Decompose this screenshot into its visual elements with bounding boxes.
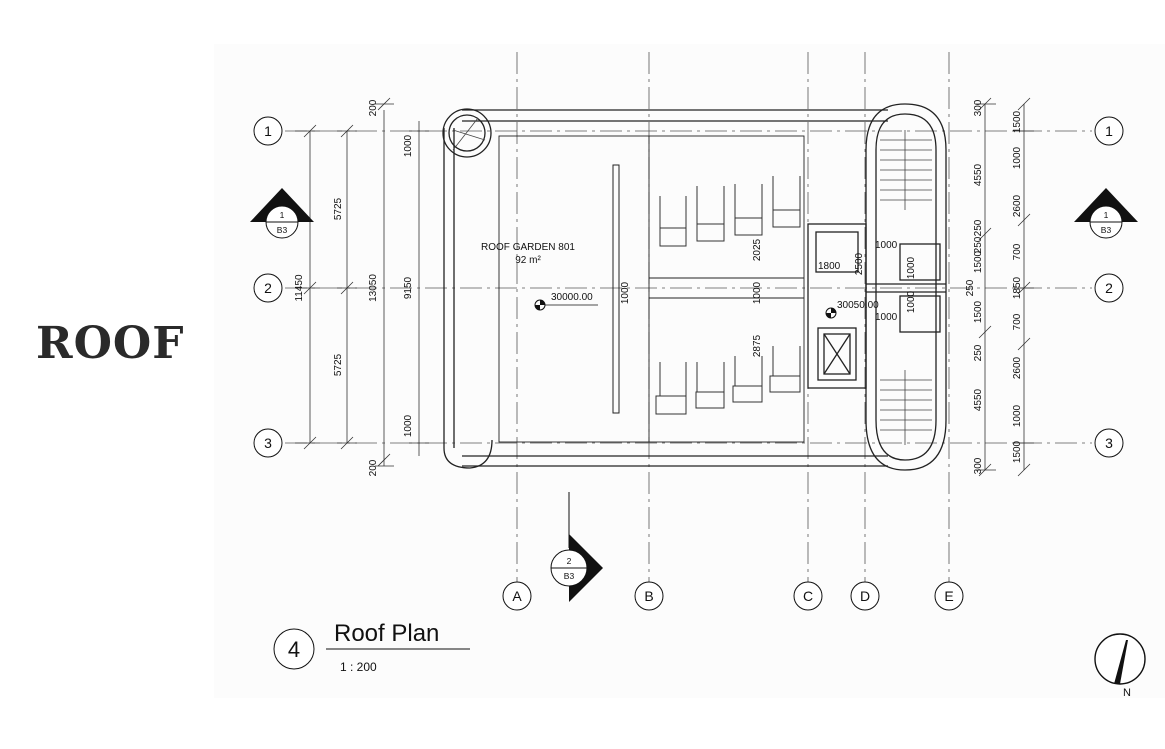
dim-in-j: 1000 (906, 290, 917, 313)
level-stair: 30050.00 (837, 300, 879, 311)
dim-right-g: 250 (973, 344, 984, 361)
planter-bar (612, 164, 620, 414)
dim-left-e: 1000 (403, 134, 414, 157)
grid-bubble-b: B (644, 588, 653, 604)
section-bottom-sheet: B3 (564, 571, 575, 581)
building-outline (442, 103, 947, 471)
grid-bubble-a: A (512, 588, 522, 604)
north-arrow-icon (1094, 633, 1146, 685)
dim-far-g: 2600 (1012, 356, 1023, 379)
dim-right-e: 250 (973, 236, 984, 253)
dim-right-h: 4550 (973, 388, 984, 411)
dim-left-c: 13050 (368, 274, 379, 302)
dim-right-j: 250 (965, 279, 976, 296)
stair-treads (452, 117, 932, 445)
dim-in-c: 2875 (752, 334, 763, 357)
dim-far-c: 2600 (1012, 194, 1023, 217)
drawing-sheet (214, 44, 1165, 698)
view-number: 4 (288, 637, 300, 662)
grid-bubble-3-right: 3 (1105, 435, 1113, 451)
view-title: Roof Plan (334, 620, 439, 647)
dim-far-h: 1000 (1012, 404, 1023, 427)
view-number-bubble (273, 628, 315, 670)
dimension-lines (295, 97, 1034, 477)
dim-in-g: 1000 (875, 240, 898, 251)
dim-in-h: 1000 (875, 312, 898, 323)
grid-bubble-e: E (944, 588, 953, 604)
dim-left-f: 1000 (403, 414, 414, 437)
dim-left-g: 200 (368, 99, 379, 116)
grid-bubbles (253, 116, 1124, 611)
section-marker-left (250, 188, 314, 239)
section-left-sheet: B3 (277, 225, 288, 235)
dim-in-b: 1000 (752, 281, 763, 304)
grid-bubble-c: C (803, 588, 813, 604)
dim-left-outer: 11450 (294, 274, 305, 302)
dim-in-f: 2500 (854, 252, 865, 275)
dim-left-h: 200 (368, 459, 379, 476)
level-main: 30000.00 (551, 292, 593, 303)
section-right-sheet: B3 (1101, 225, 1112, 235)
dim-right-b: 4550 (973, 163, 984, 186)
dim-right-a: 300 (973, 99, 984, 116)
grid-bubble-2-right: 2 (1105, 280, 1113, 296)
section-bottom-number: 2 (567, 556, 572, 566)
dim-right-d: 1500 (973, 250, 984, 273)
room-area: 92 m² (515, 255, 541, 266)
section-marker-bottom (550, 492, 603, 602)
dim-right-c: 250 (973, 219, 984, 236)
section-marker-right (1074, 188, 1138, 239)
grid-bubble-2-left: 2 (264, 280, 272, 296)
page-title: ROOF (36, 318, 185, 369)
dim-far-f: 700 (1012, 313, 1023, 330)
view-scale: 1 : 200 (340, 660, 377, 674)
grid-bubble-1-right: 1 (1105, 123, 1113, 139)
north-label: N (1123, 687, 1131, 699)
grid-bubble-3-left: 3 (264, 435, 272, 451)
dim-in-i: 1000 (906, 256, 917, 279)
dim-right-f: 1500 (973, 300, 984, 323)
dim-right-i: 300 (973, 457, 984, 474)
dim-far-a: 1500 (1012, 110, 1023, 133)
room-name: ROOF GARDEN 801 (481, 242, 575, 253)
grid-bubble-d: D (860, 588, 870, 604)
dim-far-d: 700 (1012, 243, 1023, 260)
dim-left-a: 5725 (333, 197, 344, 220)
grid-bubble-1-left: 1 (264, 123, 272, 139)
section-left-number: 1 (280, 210, 285, 220)
dim-left-b: 5725 (333, 353, 344, 376)
level-marker-main (534, 299, 598, 311)
dim-left-d: 9150 (403, 276, 414, 299)
roof-units (655, 176, 801, 415)
dim-in-d: 1000 (620, 281, 631, 304)
dim-in-a: 2025 (752, 238, 763, 261)
dim-far-b: 1000 (1012, 146, 1023, 169)
dim-far-i: 1500 (1012, 440, 1023, 463)
dim-far-e: 1850 (1012, 276, 1023, 299)
section-right-number: 1 (1104, 210, 1109, 220)
dim-in-e: 1800 (818, 261, 841, 272)
level-marker-stair (825, 307, 837, 319)
